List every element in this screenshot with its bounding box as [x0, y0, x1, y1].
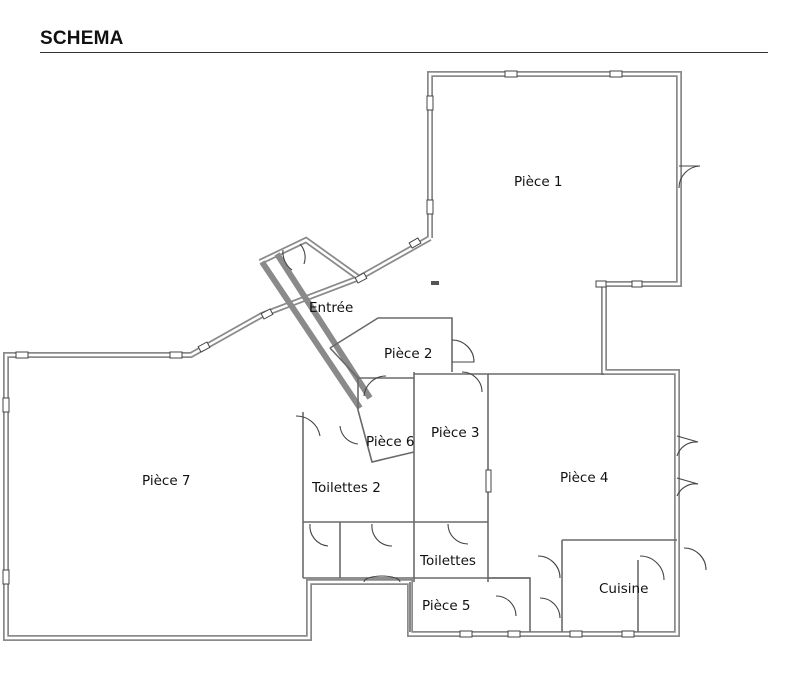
page-title: SCHEMA — [40, 28, 124, 49]
room-labels: Pièce 1 Entrée Pièce 2 Pièce 6 Pièce 3 P… — [142, 174, 648, 614]
exterior-walls — [3, 71, 682, 641]
doors — [282, 165, 707, 619]
room-label-piece-3: Pièce 3 — [431, 425, 480, 441]
room-label-piece-1: Pièce 1 — [514, 174, 563, 190]
room-label-piece-2: Pièce 2 — [384, 346, 433, 362]
room-label-toilettes: Toilettes — [419, 553, 476, 569]
fixture-mark — [431, 281, 439, 285]
header-divider — [40, 52, 768, 53]
room-label-piece-4: Pièce 4 — [560, 470, 609, 486]
room-label-piece-7: Pièce 7 — [142, 473, 191, 489]
room-label-piece-5: Pièce 5 — [422, 598, 471, 614]
room-label-toilettes-2: Toilettes 2 — [311, 480, 381, 496]
room-label-piece-6: Pièce 6 — [366, 434, 415, 450]
room-label-cuisine: Cuisine — [599, 581, 648, 597]
windows — [2, 70, 643, 638]
interior-partitions — [302, 317, 677, 632]
room-label-entree: Entrée — [309, 300, 353, 316]
